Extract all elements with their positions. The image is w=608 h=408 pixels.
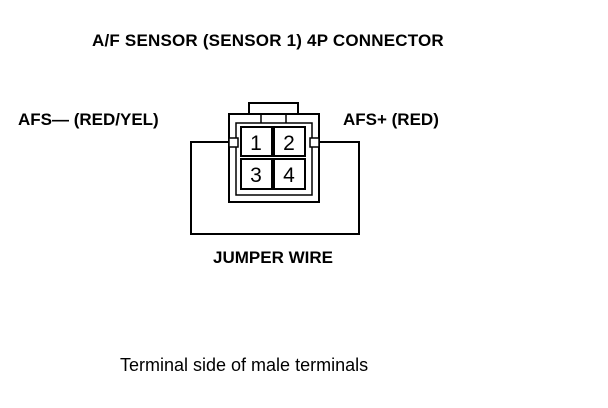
connector-cavity bbox=[235, 122, 313, 196]
terminal-cell-2 bbox=[273, 126, 306, 157]
diagram-caption: Terminal side of male terminals bbox=[120, 355, 369, 375]
afs-positive-label: AFS+ (RED) bbox=[343, 110, 439, 129]
terminal-number-4: 4 bbox=[283, 164, 295, 187]
terminal-number-3: 3 bbox=[250, 164, 262, 187]
terminal-1-wire-entry bbox=[228, 137, 239, 148]
diagram-title: A/F SENSOR (SENSOR 1) 4P CONNECTOR bbox=[92, 31, 444, 50]
terminal-number-2: 2 bbox=[283, 132, 295, 155]
terminal-cell-1 bbox=[240, 126, 273, 157]
terminal-number-1: 1 bbox=[250, 132, 262, 155]
jumper-wire-label: JUMPER WIRE bbox=[213, 248, 333, 267]
terminal-cell-3 bbox=[240, 158, 273, 190]
jumper-wire bbox=[190, 141, 360, 235]
afs-negative-label: AFS— (RED/YEL) bbox=[18, 110, 159, 129]
connector-lock-tab-inner bbox=[260, 113, 287, 123]
connector-lock-tab bbox=[248, 102, 299, 114]
terminal-cell-4 bbox=[273, 158, 306, 190]
terminal-2-wire-entry bbox=[309, 137, 320, 148]
